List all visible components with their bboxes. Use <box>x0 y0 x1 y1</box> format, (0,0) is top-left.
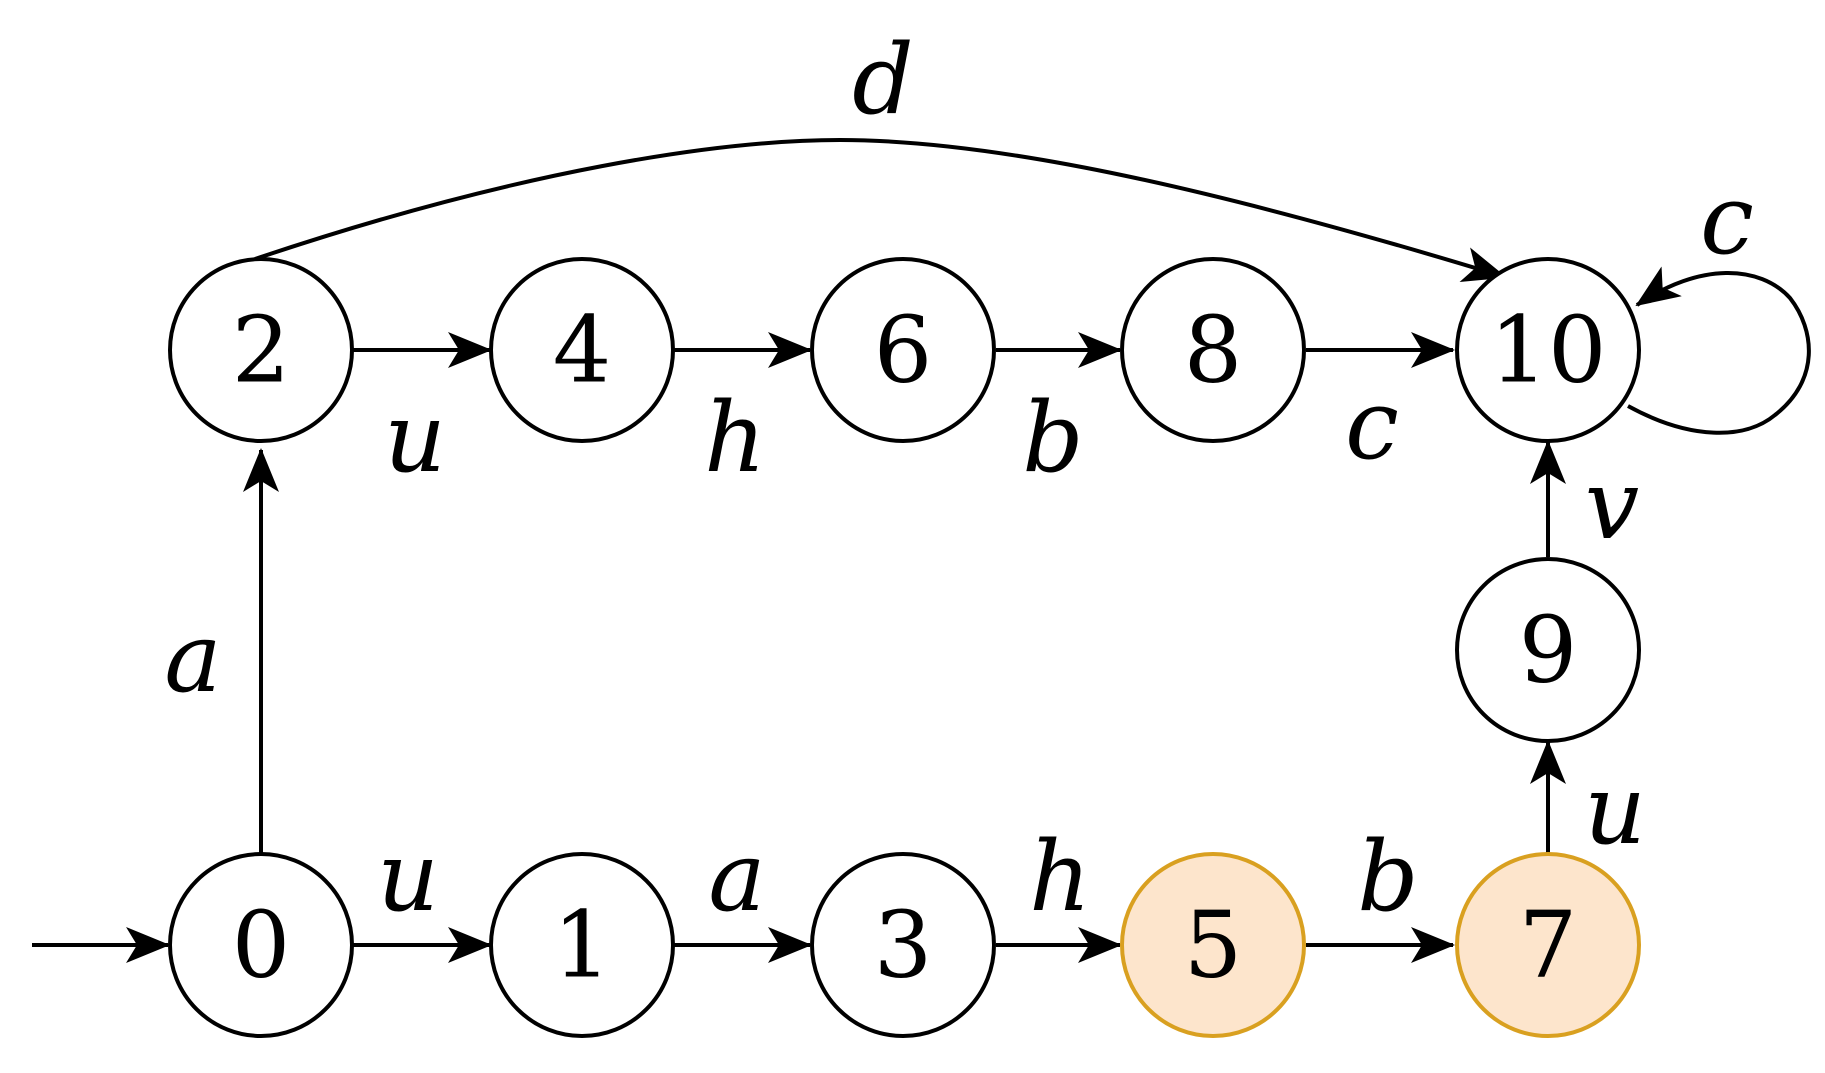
node-5-label: 5 <box>1184 892 1243 999</box>
edge-3-5-label: h <box>1029 821 1091 933</box>
node-7-label: 7 <box>1519 892 1578 999</box>
edge-0-2: a <box>164 448 279 855</box>
node-6: 6 <box>810 257 996 443</box>
node-10: 10 <box>1455 257 1641 443</box>
edge-0-2-label: a <box>164 602 221 714</box>
node-4: 4 <box>489 257 675 443</box>
edge-6-8: b <box>996 332 1122 494</box>
edge-8-10-label: c <box>1345 369 1399 481</box>
edge-9-10-label: v <box>1585 449 1639 561</box>
node-5: 5 <box>1120 852 1306 1038</box>
edge-10-10-label: c <box>1700 164 1754 276</box>
node-1-label: 1 <box>553 892 612 999</box>
edge-8-10: c <box>1306 332 1455 481</box>
edge-2-4-label: u <box>384 382 446 494</box>
edge-4-6: h <box>673 332 812 494</box>
node-9: 9 <box>1455 557 1641 743</box>
edge-10-10: c <box>1627 164 1811 435</box>
node-8: 8 <box>1120 257 1306 443</box>
nodes-layer: 0 1 2 3 4 5 6 7 <box>168 257 1641 1038</box>
node-8-label: 8 <box>1184 297 1243 404</box>
node-7: 7 <box>1455 852 1641 1038</box>
edge-1-3-label: a <box>708 821 765 933</box>
edge-7-9-label: u <box>1584 754 1646 866</box>
edge-7-9: u <box>1530 740 1646 866</box>
node-3-label: 3 <box>874 892 933 999</box>
node-4-label: 4 <box>553 297 612 404</box>
edge-2-10: d <box>254 24 1507 282</box>
edge-2-4: u <box>353 332 492 494</box>
node-6-label: 6 <box>874 297 933 404</box>
edge-9-10: v <box>1530 440 1639 561</box>
edge-2-10-label: d <box>852 24 913 136</box>
node-2: 2 <box>168 257 354 443</box>
node-9-label: 9 <box>1519 597 1578 704</box>
edges-layer: u a h b a u h b <box>32 24 1811 963</box>
node-3: 3 <box>810 852 996 1038</box>
edge-3-5: h <box>996 821 1122 963</box>
node-0: 0 <box>168 852 354 1038</box>
edge-0-1: u <box>353 821 492 963</box>
edge-5-7: b <box>1306 821 1455 963</box>
node-10-label: 10 <box>1489 297 1606 404</box>
edge-1-3: a <box>673 821 812 963</box>
edge-5-7-label: b <box>1357 821 1418 933</box>
node-0-label: 0 <box>232 892 291 999</box>
node-1: 1 <box>489 852 675 1038</box>
node-2-label: 2 <box>232 297 291 404</box>
edge-4-6-label: h <box>704 382 766 494</box>
edge-6-8-label: b <box>1022 382 1083 494</box>
edge-0-1-label: u <box>377 821 439 933</box>
